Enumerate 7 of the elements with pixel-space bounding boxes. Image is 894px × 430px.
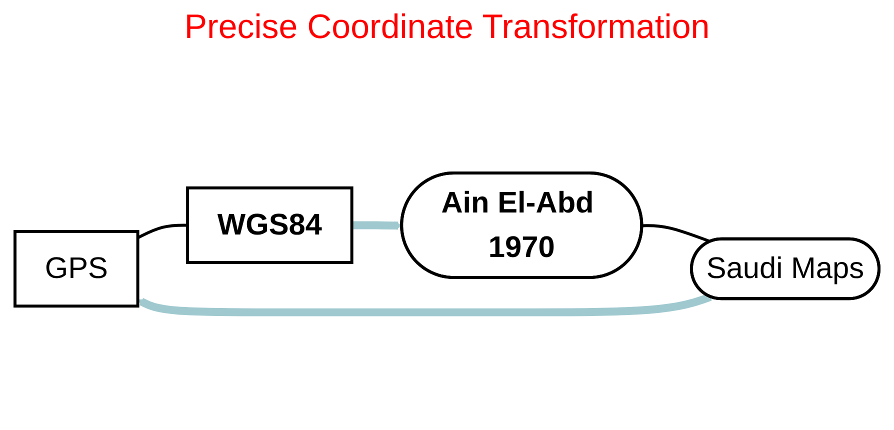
connector	[642, 224, 711, 243]
arrow	[352, 221, 402, 230]
node-box: GPS	[14, 230, 140, 308]
connector	[137, 224, 188, 239]
node-box: WGS84	[186, 186, 354, 264]
arrow	[137, 293, 712, 316]
annotation-text: Precise Coordinate Transformation	[184, 8, 710, 47]
